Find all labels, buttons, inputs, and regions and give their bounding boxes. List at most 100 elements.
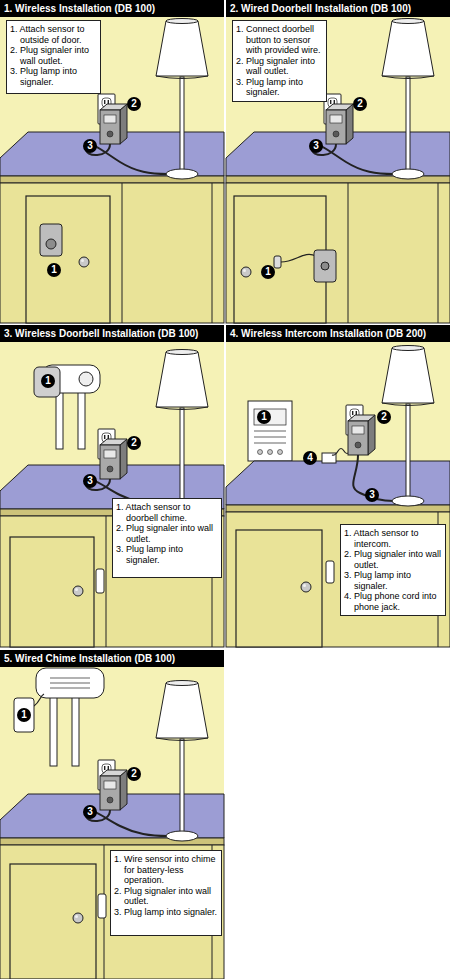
signaler-unit [348, 415, 375, 455]
table-lamp [156, 681, 208, 842]
chime-grille [50, 678, 90, 679]
callout-number: 3 [83, 474, 97, 488]
callout-number: 2 [127, 767, 141, 781]
scene-panel [0, 325, 224, 647]
doorbell-button [274, 256, 281, 268]
installation-panel: 4. Wireless Intercom Installation (DB 20… [226, 325, 450, 647]
table-lamp [156, 19, 208, 180]
instruction-step: 2. Plug signaler into wall outlet. [124, 886, 218, 907]
signaler-unit [326, 104, 353, 144]
callout-number: 3 [309, 139, 323, 153]
instruction-box: 1. Attach sensor to intercom.2. Plug sig… [340, 524, 446, 616]
instruction-box: 1. Connect doorbell button to sensor wit… [232, 20, 327, 102]
instruction-box: 1. Wire sensor into chime for battery-le… [110, 850, 222, 936]
intercom-button [258, 450, 263, 455]
sensor-button [46, 239, 56, 249]
intercom-line [254, 443, 286, 444]
cabinet-line [348, 183, 349, 323]
intercom-line [254, 431, 286, 432]
instruction-step: 4. Plug phone cord into phone jack. [354, 591, 442, 612]
installation-panel: 3. Wireless Doorbell Installation (DB 10… [0, 325, 224, 647]
door [26, 196, 110, 323]
chime-tube [78, 391, 85, 449]
chime-grille [50, 688, 90, 689]
doorbell-button [326, 561, 334, 583]
door-knob [241, 267, 251, 277]
instruction-step: 2. Plug signaler into wall outlet. [126, 523, 218, 544]
lamp-cord [353, 455, 394, 501]
callout-number: 1 [47, 263, 61, 277]
callout-number: 4 [303, 451, 317, 465]
table-lamp [156, 350, 208, 511]
instruction-step: 3. Plug lamp into signaler. [246, 77, 323, 98]
cabinet-line [122, 183, 123, 323]
callout-number: 3 [83, 805, 97, 819]
instruction-box: 1. Attach sensor to doorbell chime.2. Pl… [112, 498, 222, 578]
chime-tube [72, 696, 79, 766]
doorbell-button [96, 569, 104, 593]
lamp-cord [86, 810, 168, 836]
sensor-wire [34, 694, 44, 706]
panel-heading: 5. Wired Chime Installation (DB 100) [0, 650, 224, 667]
door-knob [79, 257, 89, 267]
table-lamp [382, 19, 434, 180]
doorbell-button [98, 894, 106, 918]
instruction-step: 3. Plug lamp into signaler. [126, 544, 218, 565]
cabinet-front [226, 512, 450, 647]
door [234, 196, 326, 323]
scene-panel [0, 650, 224, 979]
panel-heading: 4. Wireless Intercom Installation (DB 20… [226, 325, 450, 342]
callout-number: 2 [377, 410, 391, 424]
phone-cord [332, 449, 350, 456]
callout-number: 1 [257, 410, 271, 424]
instruction-step: 3. Plug lamp into signaler. [20, 66, 97, 87]
table-edge [226, 505, 450, 512]
instruction-step: 2. Plug signaler into wall outlet. [354, 549, 442, 570]
cabinet-line [438, 183, 439, 323]
intercom-line [254, 437, 286, 438]
door-sensor [40, 224, 62, 256]
door [10, 537, 94, 647]
chime-sensor [14, 698, 34, 732]
intercom-panel [248, 401, 292, 461]
cabinet-front [226, 183, 450, 323]
signaler-unit [100, 439, 127, 479]
instruction-step: 3. Plug lamp into signaler. [124, 907, 218, 918]
panel-heading: 3. Wireless Doorbell Installation (DB 10… [0, 325, 224, 342]
cabinet-line [106, 516, 107, 647]
callout-number: 3 [83, 139, 97, 153]
wall [226, 325, 450, 647]
chime-housing [36, 668, 104, 698]
instruction-step: 3. Plug lamp into signaler. [354, 570, 442, 591]
installation-panel: 1. Wireless Installation (DB 100)1. Atta… [0, 0, 224, 323]
door-knob [73, 913, 83, 923]
scene-panel [0, 0, 224, 323]
chime-grille [50, 683, 90, 684]
intercom-button [278, 450, 283, 455]
intercom-speaker [254, 409, 286, 425]
door [236, 530, 322, 647]
chime-sensor [34, 367, 60, 397]
instruction-box: 1. Attach sensor to outside of door.2. P… [6, 20, 101, 94]
instruction-step: 1. Attach sensor to intercom. [354, 528, 442, 549]
panel-heading: 2. Wired Doorbell Installation (DB 100) [226, 0, 450, 17]
callout-number: 2 [127, 97, 141, 111]
instruction-step: 1. Attach sensor to doorbell chime. [126, 502, 218, 523]
signaler-unit [100, 770, 127, 810]
wall [0, 325, 224, 647]
callout-number: 1 [261, 265, 275, 279]
installation-panel: 5. Wired Chime Installation (DB 100) 1. W… [0, 650, 224, 979]
wall [0, 0, 224, 323]
cabinet-front [0, 183, 224, 323]
chime-tube [56, 391, 63, 449]
sensor-button [321, 262, 329, 270]
door [10, 864, 96, 979]
callout-number: 1 [17, 708, 31, 722]
cabinet-line [212, 183, 213, 323]
instruction-step: 2. Plug signaler into wall outlet. [20, 45, 97, 66]
callout-number: 2 [353, 97, 367, 111]
lamp-cord [312, 144, 394, 174]
